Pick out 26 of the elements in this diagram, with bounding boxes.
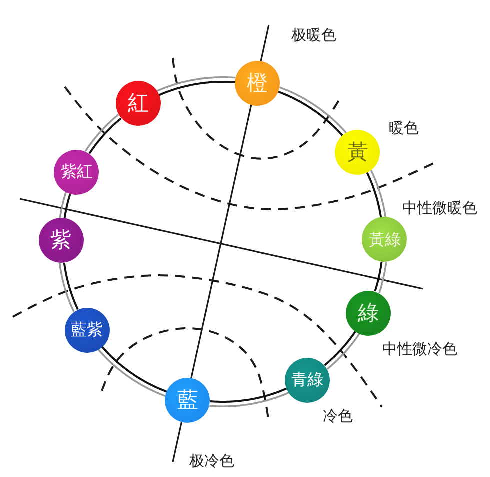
- ring-arc: [59, 192, 72, 219]
- zone-label: 中性微冷色: [382, 340, 458, 358]
- ring-arc: [210, 388, 290, 408]
- color-circle: 綠: [346, 290, 392, 336]
- ring-arc: [374, 262, 388, 294]
- color-circle: 藍紫: [64, 308, 110, 353]
- ring-arc: [278, 86, 348, 136]
- ring-arc: [84, 114, 122, 154]
- color-circle: 青綠: [285, 358, 330, 403]
- zone-label: 中性微暖色: [402, 200, 478, 216]
- color-circle: 紫紅: [54, 150, 100, 195]
- zone-label: 冷色: [323, 408, 353, 424]
- zone-label: 极暖色: [292, 26, 336, 44]
- ring-arc: [324, 330, 360, 370]
- color-circle: 紫: [38, 218, 84, 264]
- zone-label: 暖色: [389, 120, 419, 136]
- color-circle: 黃綠: [362, 217, 408, 262]
- color-circle: 橙: [235, 61, 280, 106]
- color-circle: 藍: [165, 378, 210, 423]
- zone-label: 极冷色: [190, 452, 234, 470]
- ring-arc: [366, 170, 387, 218]
- ring-arc: [98, 346, 168, 398]
- ring-arc: [58, 262, 79, 312]
- ring-arc: [156, 76, 236, 96]
- color-circle: 黃: [335, 130, 380, 175]
- color-circle: 紅: [116, 81, 161, 126]
